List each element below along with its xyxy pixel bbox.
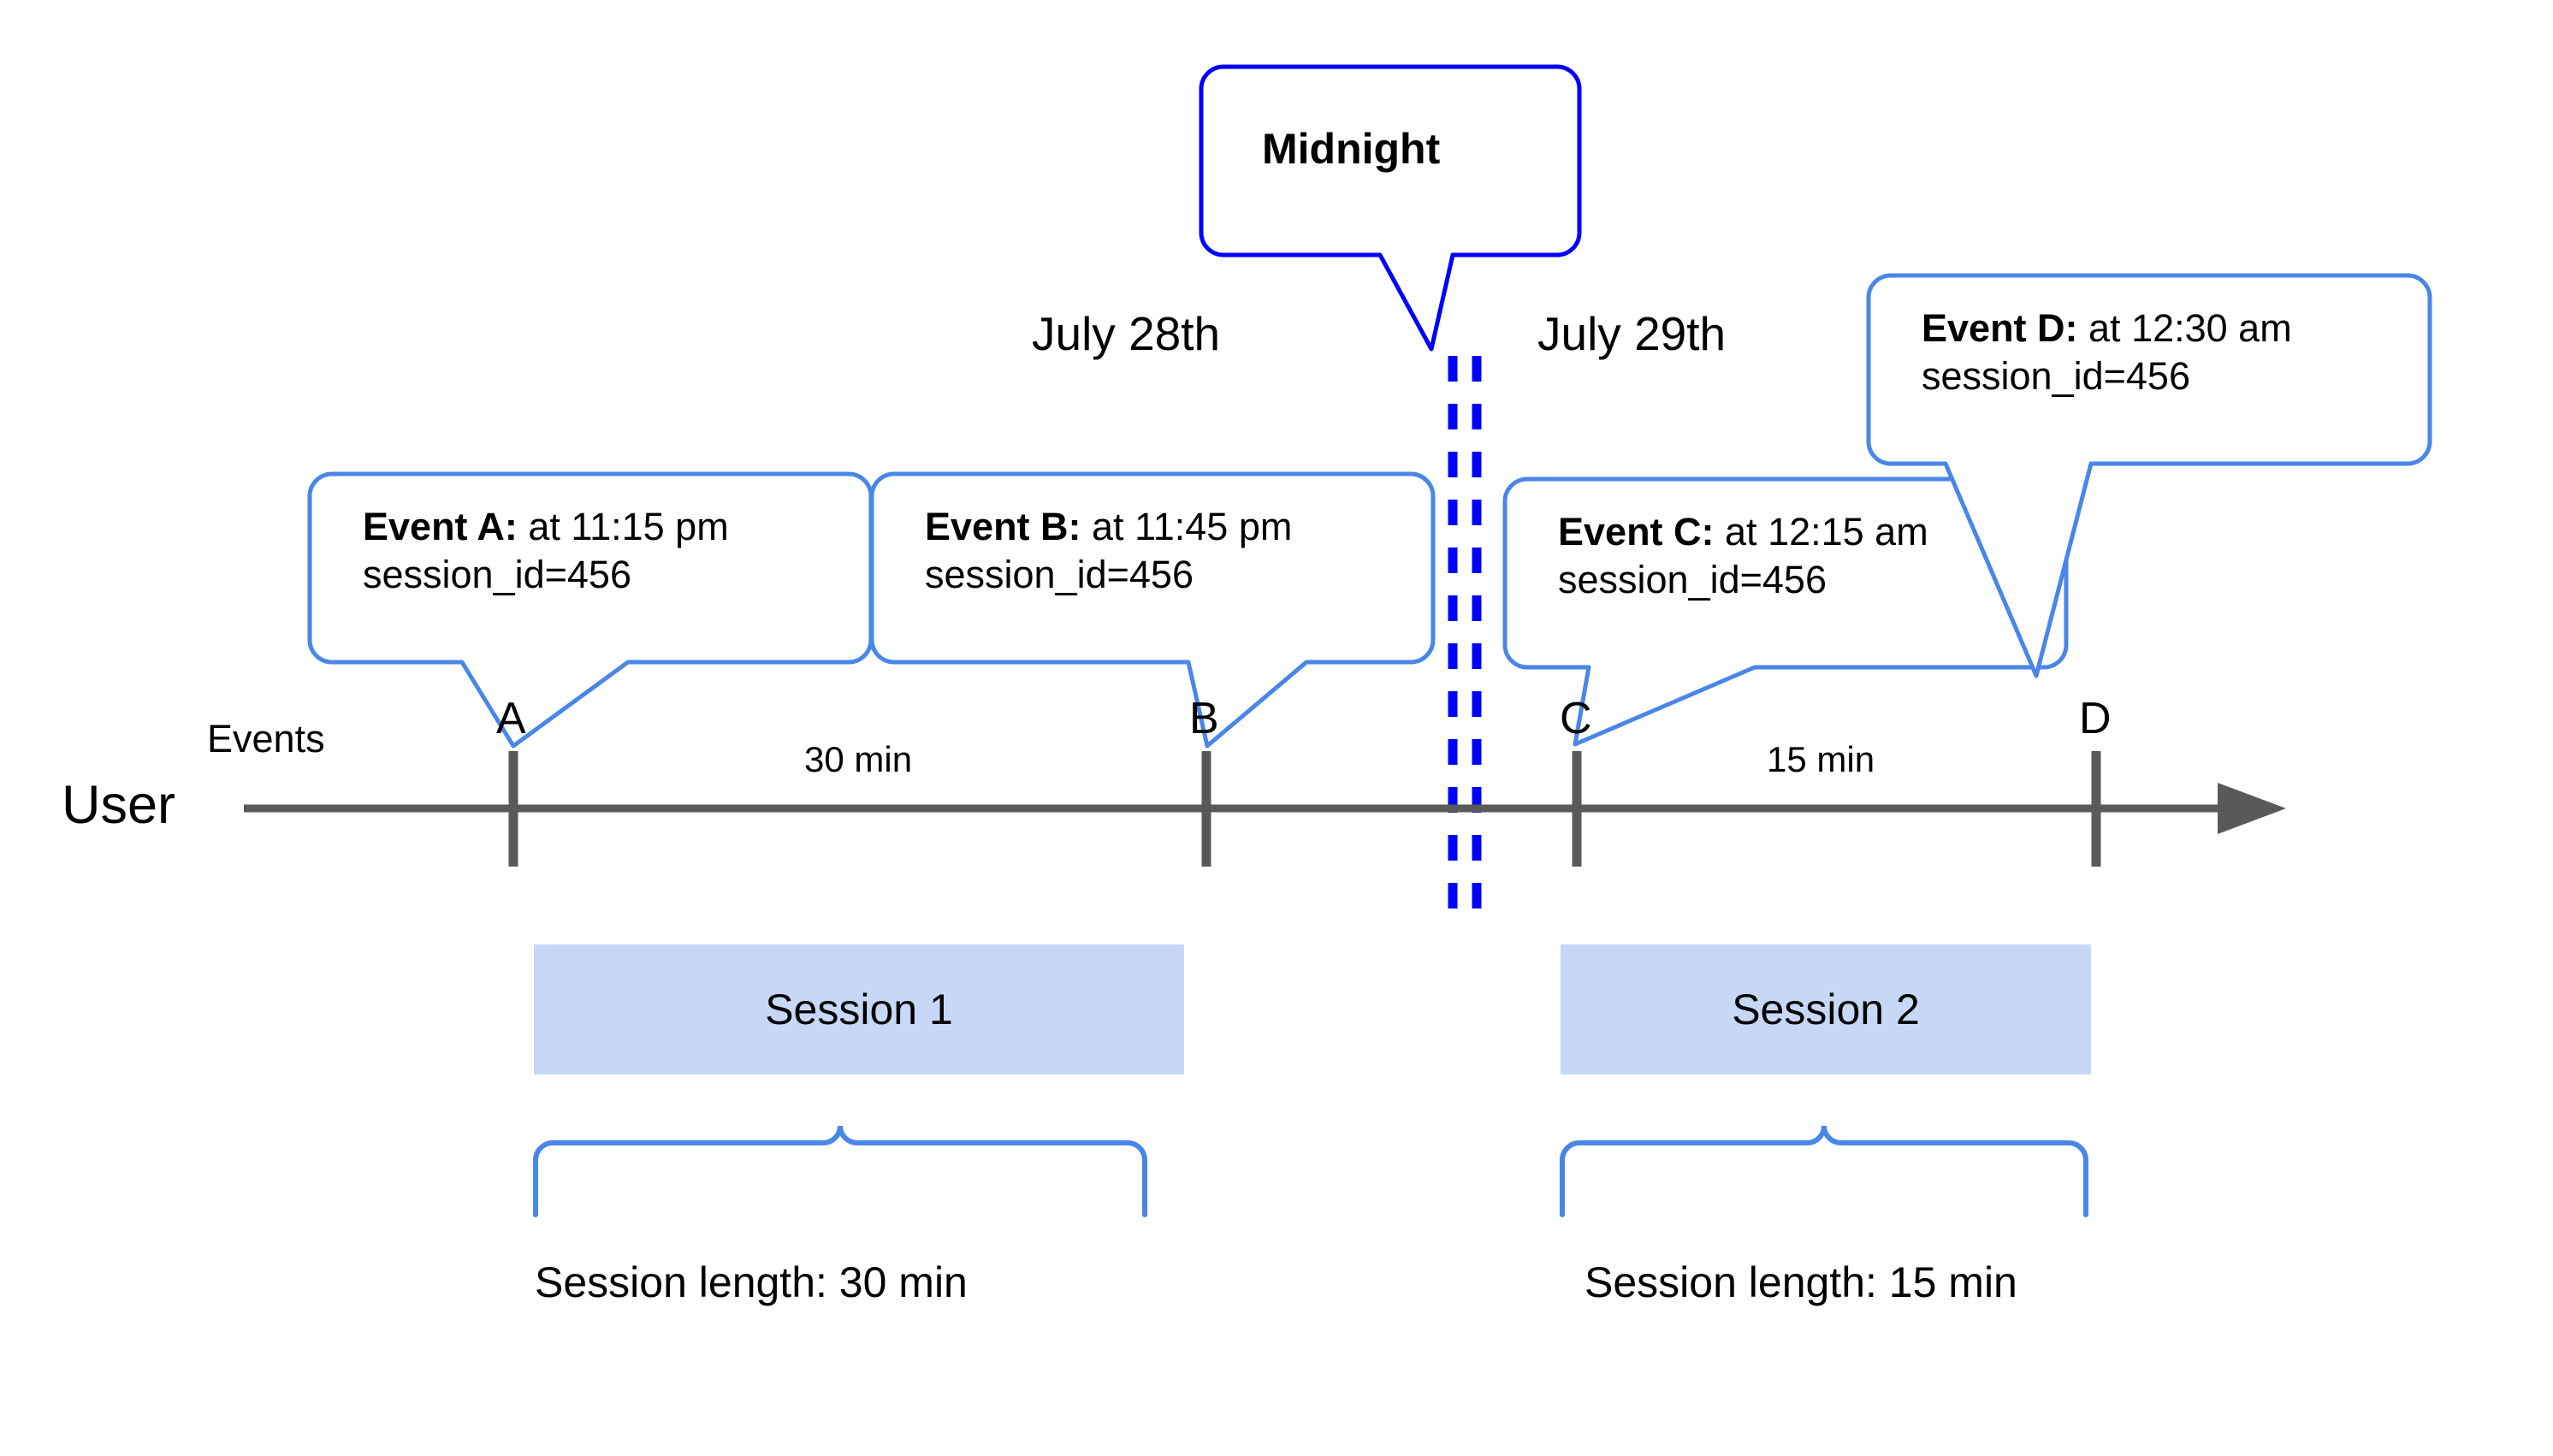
midnight-dashed-lines [1448,356,1482,924]
midnight-callout-shape [1199,64,1582,352]
event-c-callout-text: Event C: at 12:15 am session_id=456 [1558,508,1928,604]
event-marker-a: A [496,694,526,743]
session-2-brace [1560,1125,2088,1217]
session-2-length-label: Session length: 15 min [1585,1258,2017,1306]
event-b-detail: session_id=456 [925,553,1194,596]
event-d-callout-text: Event D: at 12:30 am session_id=456 [1922,305,2292,400]
interval-label-ab: 30 min [804,739,913,779]
session-1-length-label: Session length: 30 min [535,1258,968,1306]
lane-label-events: Events [207,717,325,761]
event-marker-d: D [2079,694,2112,743]
event-c-detail: session_id=456 [1558,558,1827,601]
event-a-callout-text: Event A: at 11:15 pm session_id=456 [363,503,729,599]
event-b-time: at 11:45 pm [1081,505,1293,548]
event-c-time: at 12:15 am [1714,510,1928,553]
event-d-title: Event D: [1922,306,2078,350]
session-2-bar: Session 2 [1561,944,2091,1074]
event-a-title: Event A: [363,505,518,548]
interval-label-cd: 15 min [1767,739,1875,779]
midnight-label: Midnight [1262,125,1441,173]
event-b-title: Event B: [925,505,1081,548]
date-label-right: July 29th [1537,307,1727,360]
event-a-detail: session_id=456 [363,553,631,596]
event-b-callout-text: Event B: at 11:45 pm session_id=456 [925,503,1292,599]
lane-label-user: User [62,775,176,835]
event-d-detail: session_id=456 [1922,354,2190,398]
session-1-bar: Session 1 [534,944,1184,1074]
timeline-axis [244,783,2286,834]
event-a-time: at 11:15 pm [517,505,729,548]
date-label-left: July 28th [1032,307,1221,360]
event-c-title: Event C: [1558,510,1715,553]
event-marker-c: C [1560,694,1592,743]
event-d-time: at 12:30 am [2077,306,2292,350]
event-marker-b: B [1189,694,1219,743]
